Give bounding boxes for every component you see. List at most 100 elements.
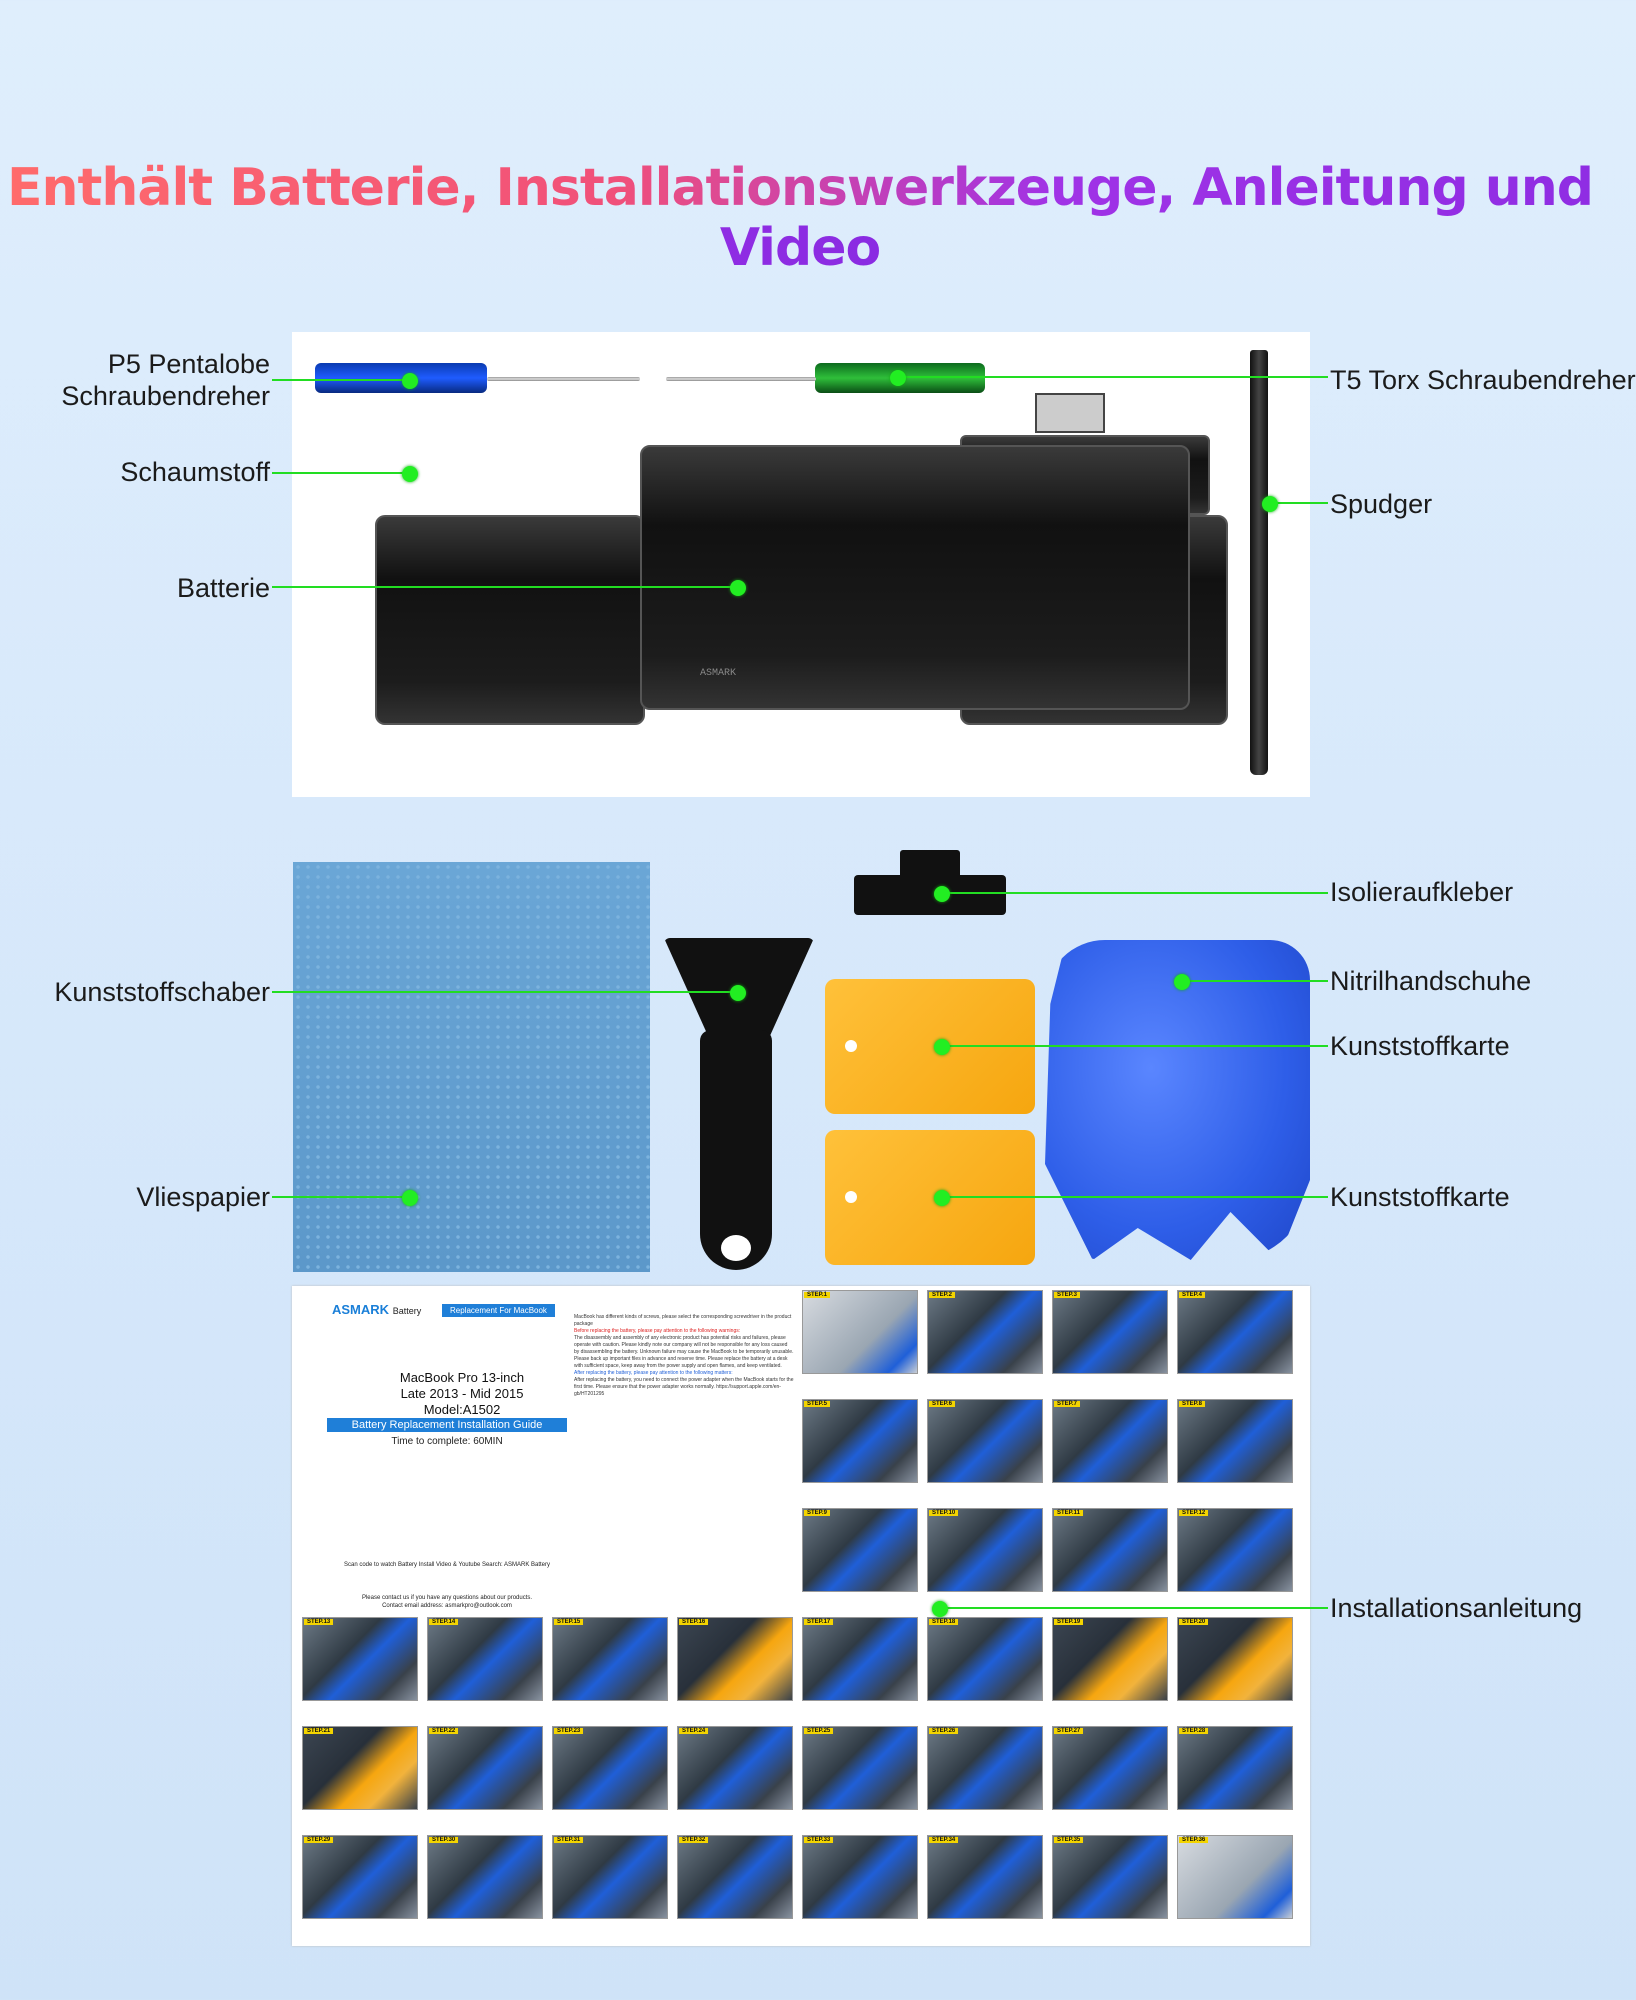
guide-step: STEP.27 — [1052, 1726, 1168, 1826]
guide-step-photo — [802, 1726, 918, 1810]
guide-step: STEP.7 — [1052, 1399, 1168, 1499]
leader-foam — [272, 472, 410, 474]
guide-step: STEP.20 — [1177, 1617, 1293, 1717]
fleece-paper-image — [293, 862, 650, 1272]
guide-step-tag: STEP.20 — [1179, 1619, 1209, 1625]
guide-step-tag: STEP.3 — [1054, 1292, 1080, 1298]
guide-step: STEP.1 — [802, 1290, 918, 1390]
nitrile-gloves-image — [1045, 940, 1310, 1260]
guide-step: STEP.34 — [927, 1835, 1043, 1935]
label-installation-guide: Installationsanleitung — [1330, 1593, 1583, 1623]
guide-step-photo — [927, 1726, 1043, 1810]
guide-step-photo — [802, 1508, 918, 1592]
guide-step: STEP.16 — [677, 1617, 793, 1717]
leader-card-1 — [942, 1045, 1328, 1047]
plastic-scraper-hole — [721, 1235, 751, 1261]
guide-step: STEP.11 — [1052, 1508, 1168, 1608]
guide-step: STEP.12 — [1177, 1508, 1293, 1608]
guide-step: STEP.30 — [427, 1835, 543, 1935]
guide-step: STEP.15 — [552, 1617, 668, 1717]
guide-step-tag: STEP.36 — [1179, 1837, 1209, 1843]
guide-step: STEP.21 — [302, 1726, 418, 1826]
guide-model: MacBook Pro 13-inch Late 2013 - Mid 2015… — [399, 1370, 525, 1417]
leader-t5 — [900, 376, 1328, 378]
label-spudger: Spudger — [1330, 489, 1433, 519]
guide-step-tag: STEP.24 — [679, 1728, 709, 1734]
guide-step-photo — [427, 1617, 543, 1701]
marker-card-1 — [934, 1039, 950, 1055]
guide-step-tag: STEP.35 — [1054, 1837, 1084, 1843]
page-headline: Enthält Batterie, Installationswerkzeuge… — [6, 158, 1594, 278]
guide-step: STEP.26 — [927, 1726, 1043, 1826]
guide-step: STEP.6 — [927, 1399, 1043, 1499]
battery-cell-left — [375, 515, 645, 725]
marker-card-2 — [934, 1190, 950, 1206]
guide-step-tag: STEP.10 — [929, 1510, 959, 1516]
guide-contact: Please contact us if you have any questi… — [361, 1595, 533, 1609]
plastic-scraper-image — [700, 1030, 772, 1270]
guide-step: STEP.5 — [802, 1399, 918, 1499]
leader-scraper — [272, 991, 738, 993]
marker-battery — [730, 580, 746, 596]
guide-step-tag: STEP.13 — [304, 1619, 334, 1625]
label-battery: Batterie — [176, 573, 270, 603]
guide-step-tag: STEP.30 — [429, 1837, 459, 1843]
label-plastic-card-1: Kunststoffkarte — [1330, 1031, 1510, 1061]
guide-step: STEP.35 — [1052, 1835, 1168, 1935]
guide-step: STEP.18 — [927, 1617, 1043, 1717]
guide-step-photo — [677, 1617, 793, 1701]
guide-step-tag: STEP.7 — [1054, 1401, 1080, 1407]
guide-step-photo — [427, 1835, 543, 1919]
marker-insulation — [934, 886, 950, 902]
marker-gloves — [1174, 974, 1190, 990]
guide-step-tag: STEP.25 — [804, 1728, 834, 1734]
guide-step: STEP.14 — [427, 1617, 543, 1717]
guide-step-tag: STEP.29 — [304, 1837, 334, 1843]
guide-scan-text: Scan code to watch Battery Install Video… — [343, 1562, 550, 1568]
guide-step: STEP.25 — [802, 1726, 918, 1826]
leader-battery — [272, 586, 738, 588]
guide-step-photo — [1052, 1726, 1168, 1810]
guide-step-tag: STEP.17 — [804, 1619, 834, 1625]
guide-step: STEP.17 — [802, 1617, 918, 1717]
guide-step: STEP.29 — [302, 1835, 418, 1935]
guide-step-tag: STEP.12 — [1179, 1510, 1209, 1516]
guide-step-photo — [1052, 1835, 1168, 1919]
guide-step-tag: STEP.22 — [429, 1728, 459, 1734]
guide-step: STEP.36 — [1177, 1835, 1293, 1935]
guide-step: STEP.3 — [1052, 1290, 1168, 1390]
insulation-sticker-image — [854, 875, 1006, 915]
guide-step-photo — [427, 1726, 543, 1810]
guide-step-tag: STEP.32 — [679, 1837, 709, 1843]
guide-step-tag: STEP.8 — [1179, 1401, 1205, 1407]
marker-guide — [932, 1601, 948, 1617]
leader-guide — [940, 1607, 1328, 1609]
label-insulation-sticker: Isolieraufkleber — [1330, 877, 1514, 907]
guide-step-photo — [802, 1835, 918, 1919]
marker-scraper — [730, 985, 746, 1001]
marker-t5 — [890, 370, 906, 386]
leader-spudger — [1270, 502, 1328, 504]
guide-step: STEP.23 — [552, 1726, 668, 1826]
label-nitrile-gloves: Nitrilhandschuhe — [1330, 966, 1532, 996]
leader-insulation — [942, 892, 1328, 894]
guide-step-tag: STEP.28 — [1179, 1728, 1209, 1734]
leader-card-2 — [942, 1196, 1328, 1198]
guide-step-photo — [302, 1835, 418, 1919]
guide-step-tag: STEP.1 — [804, 1292, 830, 1298]
guide-step-photo — [302, 1617, 418, 1701]
guide-step-photo — [927, 1399, 1043, 1483]
guide-step-photo — [1052, 1617, 1168, 1701]
guide-step-tag: STEP.33 — [804, 1837, 834, 1843]
guide-step-tag: STEP.19 — [1054, 1619, 1084, 1625]
guide-step: STEP.9 — [802, 1508, 918, 1608]
guide-step-photo — [927, 1290, 1043, 1374]
guide-step-photo — [677, 1835, 793, 1919]
guide-step: STEP.8 — [1177, 1399, 1293, 1499]
guide-time: Time to complete: 60MIN — [391, 1436, 503, 1447]
marker-p5 — [402, 373, 418, 389]
guide-step-tag: STEP.14 — [429, 1619, 459, 1625]
guide-step-photo — [1177, 1835, 1293, 1919]
guide-step-tag: STEP.9 — [804, 1510, 830, 1516]
leader-gloves — [1182, 980, 1328, 982]
